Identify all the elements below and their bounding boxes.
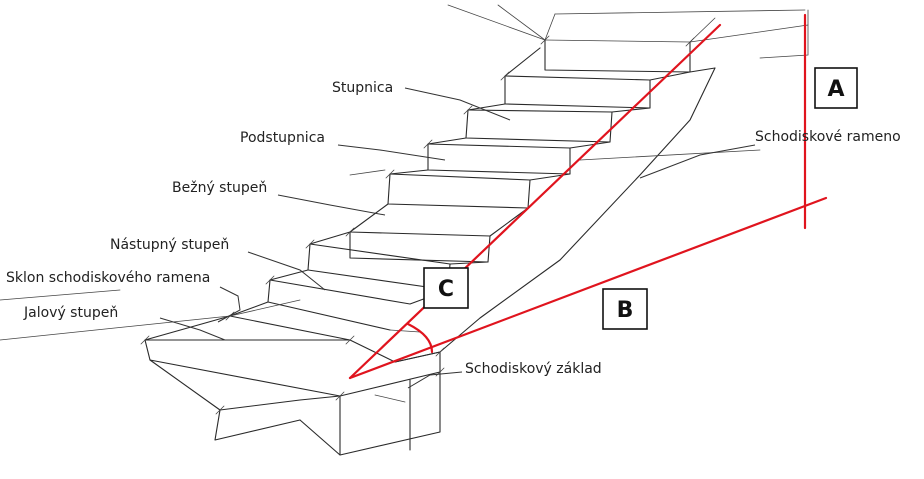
marker-a: A <box>814 67 858 109</box>
label-sklon: Sklon schodiskového ramena <box>6 270 210 286</box>
marker-a-letter: A <box>827 77 844 102</box>
label-bezny-stupen: Bežný stupeň <box>172 180 267 196</box>
label-jalovy-stupen: Jalový stupeň <box>23 305 118 321</box>
label-nastupny-stupen: Nástupný stupeň <box>110 237 229 253</box>
label-stupnica: Stupnica <box>332 80 393 96</box>
label-schodiskovy-zaklad: Schodiskový základ <box>465 361 602 377</box>
red-geometry <box>348 13 828 380</box>
marker-b: B <box>602 288 648 330</box>
marker-c: C <box>423 267 469 309</box>
leader-lines <box>159 87 756 389</box>
labels: Stupnica Podstupnica Bežný stupeň Nástup… <box>6 80 901 377</box>
marker-c-letter: C <box>438 277 454 302</box>
staircase-sketch <box>0 4 809 456</box>
marker-b-letter: B <box>617 298 634 323</box>
base-line-b <box>348 196 828 380</box>
label-schodiskove-rameno: Schodiskové rameno <box>755 129 901 145</box>
label-podstupnica: Podstupnica <box>240 130 325 146</box>
slope-angle-arc <box>406 322 434 354</box>
slope-line <box>348 23 722 380</box>
